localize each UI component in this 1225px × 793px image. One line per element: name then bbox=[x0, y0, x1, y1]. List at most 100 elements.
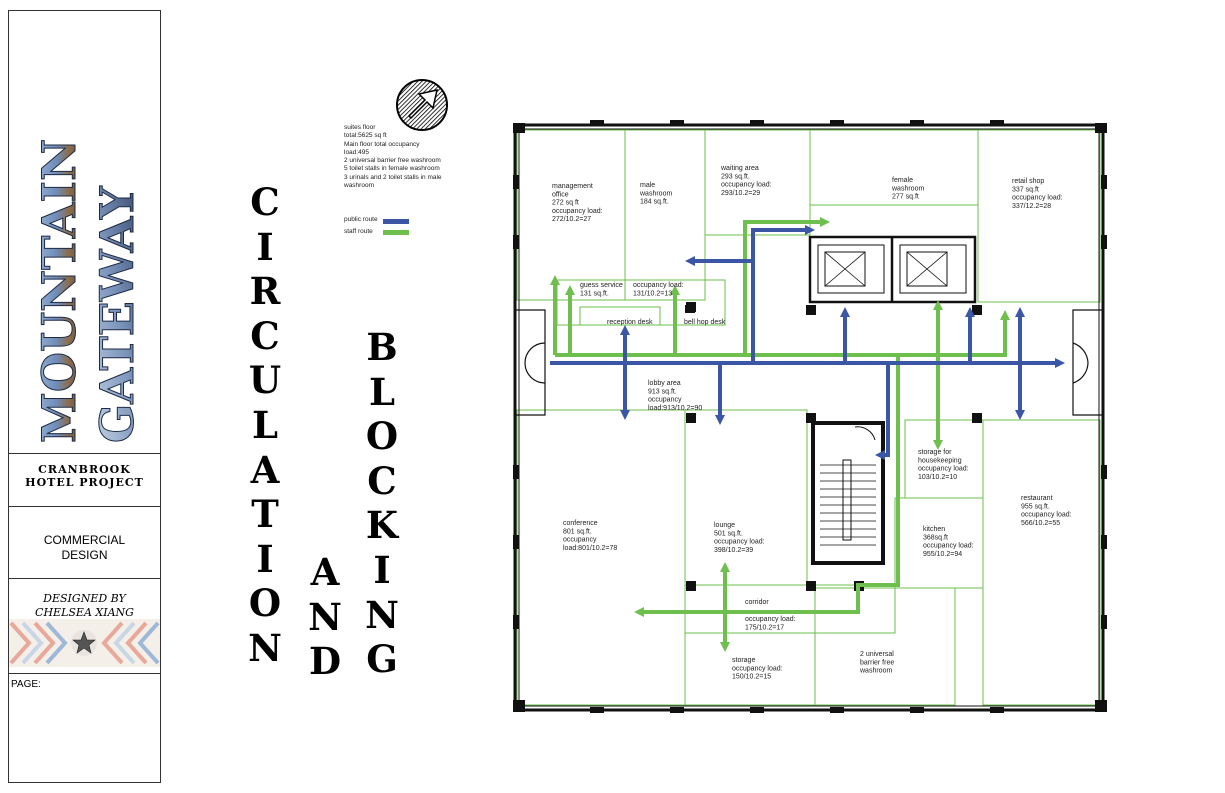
heading-letter: C bbox=[250, 180, 280, 224]
legend-note: 5 toilet stalls in female washroom bbox=[344, 165, 440, 173]
room-label-corridor: corridor bbox=[745, 599, 769, 606]
room-label-line: restaurant bbox=[1021, 495, 1053, 502]
logo-gateway-text: GATEWAY bbox=[90, 185, 145, 444]
room-label-line: occupancy load: bbox=[714, 539, 765, 546]
elevators bbox=[808, 235, 977, 304]
divider bbox=[9, 506, 160, 507]
legend-note: 3 urinals and 2 toilet stalls in male wa… bbox=[344, 173, 442, 190]
room-label-line: 955 sq.ft. bbox=[1021, 503, 1050, 510]
staff-route-arrowheads bbox=[550, 217, 1010, 652]
room-label-line: storage bbox=[732, 657, 755, 664]
design-type: COMMERCIAL DESIGN bbox=[43, 533, 126, 562]
logo-mountain-text: MOUNTAIN bbox=[32, 138, 87, 443]
heading-letter: O bbox=[248, 581, 282, 626]
room-label-line: 801 sq.ft. bbox=[563, 528, 592, 535]
heading-letter: O bbox=[365, 414, 399, 459]
room-label-line: corridor bbox=[745, 599, 769, 606]
room-label-line: bell hop desk bbox=[684, 319, 726, 326]
room-label-line: female bbox=[892, 177, 913, 184]
heading-letter: B bbox=[366, 325, 398, 369]
room-label-line: 293/10.2=29 bbox=[721, 190, 760, 197]
room-label-line: 131 sq.ft. bbox=[580, 290, 609, 297]
heading-letter: K bbox=[365, 503, 399, 548]
room-label-corridor-load: occupancy load:175/10.2=17 bbox=[745, 616, 796, 631]
heading-letter: N bbox=[365, 592, 399, 637]
room-label-line: 368sq.ft bbox=[923, 534, 948, 541]
chevron-pattern bbox=[9, 619, 160, 667]
room-label-line: 913 sq.ft. bbox=[648, 388, 677, 395]
heading-letter: T bbox=[251, 492, 279, 537]
heading-letter: U bbox=[248, 358, 282, 403]
room-label-line: occupancy load: bbox=[1021, 512, 1072, 519]
heading-letter: L bbox=[368, 369, 395, 414]
room-label-line: occupancy load: bbox=[745, 616, 796, 623]
room-label-line: occupancy load: bbox=[732, 665, 783, 672]
staff-routes bbox=[553, 220, 1007, 647]
room-label-line: 272 sq ft bbox=[552, 200, 579, 207]
legend-note: suites floor bbox=[344, 124, 376, 131]
public-route-arrowheads bbox=[620, 225, 1065, 460]
room-label-line: 175/10.2=17 bbox=[745, 624, 784, 631]
heading-letter: I bbox=[256, 536, 274, 581]
logo: MOUNTAIN GATEWAY bbox=[9, 11, 160, 453]
room-label-guess-service-load: occupancy load:131/10.2=13 bbox=[633, 282, 684, 297]
room-label-line: washroom bbox=[859, 668, 892, 675]
heading-letter: I bbox=[373, 547, 391, 592]
room-label-line: 955/10.2=94 bbox=[923, 551, 962, 558]
room-label-line: occupancy load: bbox=[721, 182, 772, 189]
room-label-line: lobby area bbox=[648, 380, 681, 387]
heading-letter: R bbox=[249, 269, 281, 314]
legend-staff-route-label: staff route bbox=[344, 228, 373, 235]
divider bbox=[9, 578, 160, 579]
room-label-line: occupancy load: bbox=[918, 466, 969, 473]
heading-letter: A bbox=[310, 550, 340, 594]
room-label-line: reception desk bbox=[607, 319, 653, 326]
heading-letter: N bbox=[248, 625, 282, 670]
entrance-doors bbox=[515, 309, 1103, 416]
room-label-line: 184 sq.ft. bbox=[640, 199, 669, 206]
legend-note: Main floor total occupancy load:495 bbox=[344, 140, 420, 156]
room-label-line: barrier free bbox=[860, 659, 894, 666]
room-label-line: conference bbox=[563, 520, 598, 527]
logo-line2: GATEWAY bbox=[90, 185, 144, 443]
room-label-line: 272/10.2=27 bbox=[552, 216, 591, 223]
page-label: PAGE: bbox=[11, 679, 41, 690]
room-label-line: 566/10.2=55 bbox=[1021, 520, 1060, 527]
legend-public-route-label: public route bbox=[344, 216, 378, 223]
legend-note: 2 universal barrier free washroom bbox=[344, 157, 441, 165]
title-block: MOUNTAIN GATEWAY CRANBROOK HOTEL PROJECT… bbox=[8, 10, 161, 783]
heading-letter: G bbox=[366, 637, 398, 682]
designer-credit: DESIGNED BY CHELSEA XIANG bbox=[35, 592, 134, 619]
legend-public-route-swatch bbox=[383, 219, 409, 224]
room-label-line: 2 universal bbox=[860, 651, 894, 658]
room-label-line: occupancy load: bbox=[633, 282, 684, 289]
room-label-line: occupancy load: bbox=[552, 208, 603, 215]
logo-line1: MOUNTAIN bbox=[32, 139, 86, 443]
heading-letter: A bbox=[250, 447, 280, 492]
room-label-line: 337 sq.ft bbox=[1012, 186, 1039, 193]
room-label-line: lounge bbox=[714, 522, 735, 529]
room-outlines bbox=[516, 129, 1101, 706]
room-label-line: management bbox=[552, 183, 593, 190]
room-label-line: 501 sq.ft. bbox=[714, 530, 743, 537]
heading-letter: N bbox=[308, 594, 342, 639]
room-label-line: washroom bbox=[891, 185, 924, 192]
room-label-line: occupancy load: bbox=[923, 543, 974, 550]
room-label-line: 103/10.2=10 bbox=[918, 474, 957, 481]
room-label-line: load:801/10.2=78 bbox=[563, 545, 617, 552]
room-label-line: guess service bbox=[580, 282, 623, 289]
